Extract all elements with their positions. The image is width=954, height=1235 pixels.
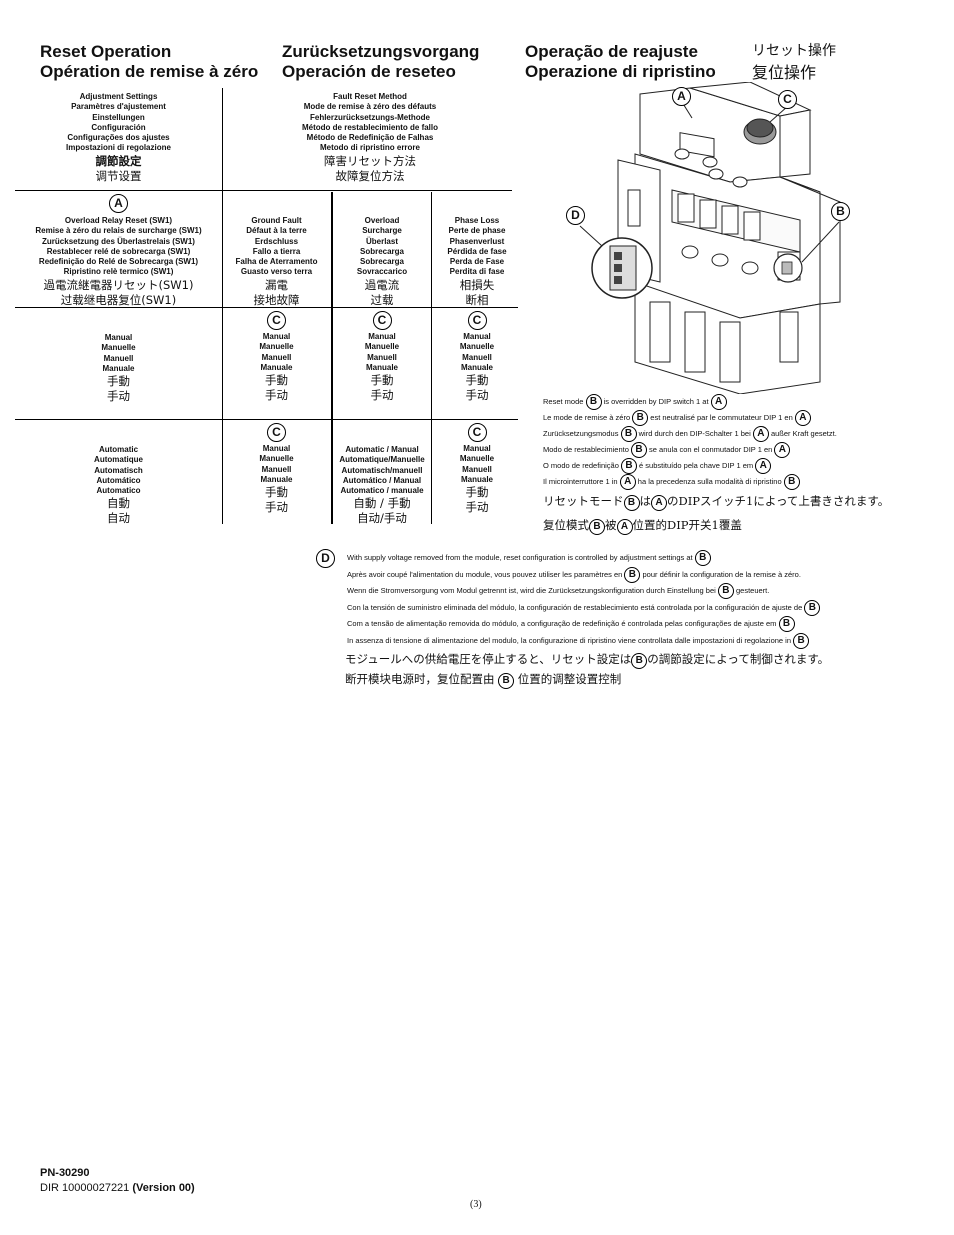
note-line: O modo de redefinição B é substituído pe…: [543, 458, 889, 475]
figure-label-b: B: [831, 202, 850, 221]
header-es: Operación de reseteo: [282, 62, 456, 81]
document-footer: PN-30290 DIR 10000027221 (Version 00): [40, 1166, 195, 1196]
marker-a: A: [109, 194, 128, 213]
doc-id: DIR 10000027221 (Version 00): [40, 1182, 195, 1194]
header-en: Reset Operation: [40, 42, 172, 61]
marker-c: C: [267, 423, 286, 442]
note-line: Le mode de remise à zéro B est neutralis…: [543, 410, 889, 427]
note-line: With supply voltage removed from the mod…: [347, 550, 829, 567]
header-reset-operation: Reset Operation Opération de remise à zé…: [40, 42, 258, 82]
header-reset-operation-pt-it: Operação de reajuste Operazione di ripri…: [525, 42, 716, 82]
note-line: In assenza di tensione di alimentazione …: [347, 632, 829, 650]
header-zh: 复位操作: [752, 63, 817, 82]
overload-relay-reset-cell: A Overload Relay Reset (SW1)Remise à zér…: [35, 194, 202, 307]
figure-label-d: D: [566, 206, 585, 225]
note-line: Wenn die Stromversorgung vom Modul getre…: [347, 583, 829, 600]
header-de: Zurücksetzungsvorgang: [282, 42, 480, 61]
marker-c: C: [467, 311, 487, 330]
note-supply-removed: With supply voltage removed from the mod…: [345, 550, 829, 690]
note-d-marker: D: [316, 549, 335, 568]
figure-label-c: C: [778, 90, 797, 109]
note-line: Com a tensão de alimentação removida do …: [347, 616, 829, 633]
note-line: Modo de restablecimiento B se anula con …: [543, 442, 889, 459]
header-fr: Opération de remise à zéro: [40, 62, 259, 81]
relay-device-illustration: [579, 82, 841, 394]
marker-c: C: [467, 423, 487, 442]
header-ja: リセット操作: [752, 43, 836, 59]
header-reset-operation-de-es: Zurücksetzungsvorgang Operación de reset…: [282, 42, 479, 82]
header-pt: Operação de reajuste: [525, 42, 698, 61]
part-number: PN-30290: [40, 1167, 90, 1179]
note-line: Après avoir coupé l'alimentation du modu…: [347, 566, 829, 584]
note-line-zh: 断开模块电源时，复位配置由 B 位置的调整设置控制: [345, 670, 829, 690]
header-reset-operation-cjk: リセット操作 复位操作: [752, 41, 836, 83]
figure-label-a: A: [672, 87, 691, 106]
header-it: Operazione di ripristino: [525, 62, 716, 81]
page-number: (3): [470, 1199, 482, 1210]
note-line: Reset mode B is overridden by DIP switch…: [543, 394, 889, 411]
note-line: Il microinterruttore 1 in A ha la preced…: [543, 474, 889, 491]
note-line: Con la tensión de suministro eliminada d…: [347, 599, 829, 617]
marker-c: C: [372, 311, 392, 330]
note-line: Zurücksetzungsmodus B wird durch den DIP…: [543, 426, 889, 443]
note-mode-override: Reset mode B is overridden by DIP switch…: [543, 394, 889, 538]
marker-c: C: [267, 311, 286, 330]
